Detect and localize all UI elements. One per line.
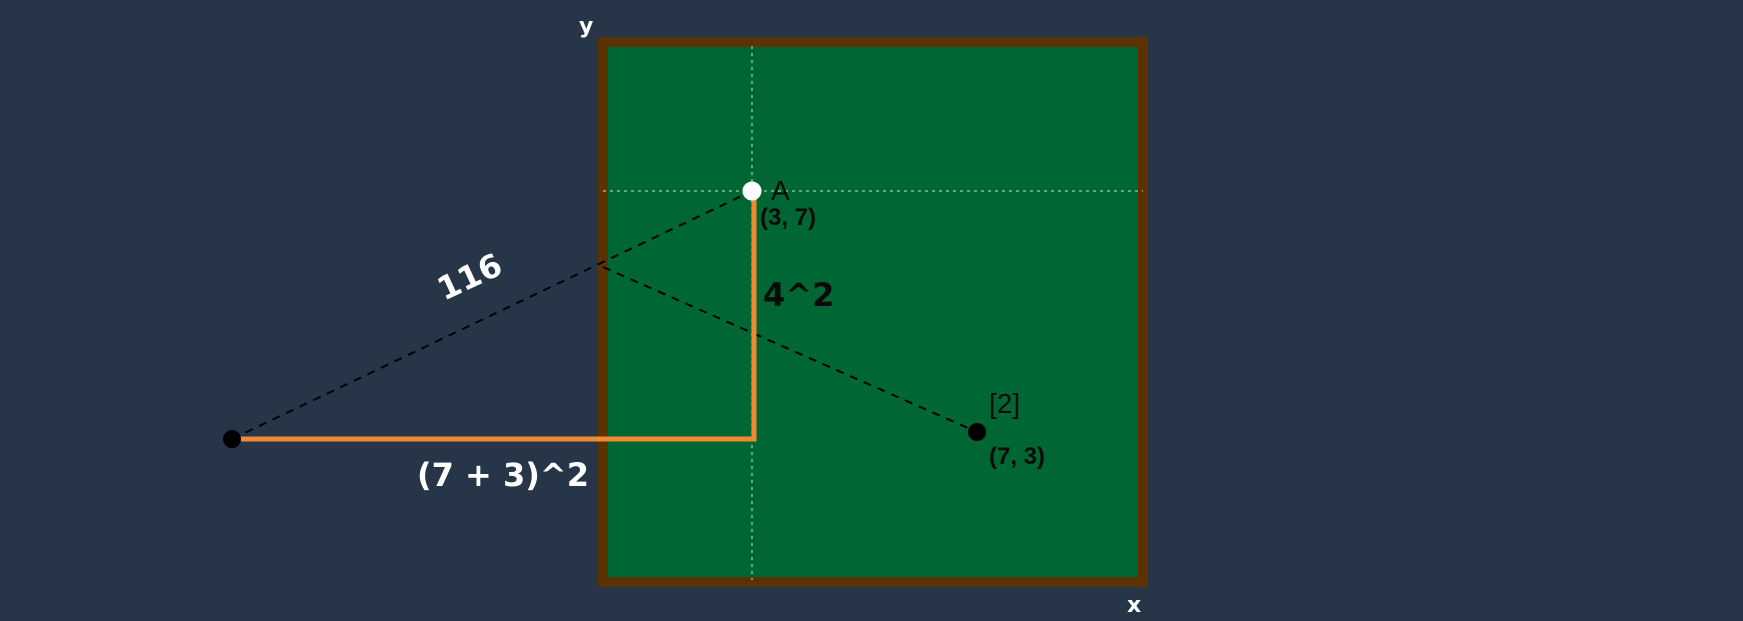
board-square [598, 37, 1148, 587]
y-axis-label: y [579, 14, 593, 39]
point-mirror-image [223, 430, 241, 448]
horizontal-leg-label: (7 + 3)^2 [417, 456, 589, 494]
point-b [968, 423, 986, 441]
hypotenuse-label: 116 [431, 246, 508, 309]
point-a [742, 181, 762, 201]
dashed-segment-to-a [231, 190, 753, 440]
vertical-leg-label: 4^2 [763, 276, 834, 314]
orange-legs [232, 191, 757, 442]
point-b-coords: (7, 3) [989, 443, 1045, 470]
point-a-label: A [771, 175, 790, 206]
point-b-label: [2] [989, 388, 1020, 419]
point-a-coords: (3, 7) [760, 204, 816, 231]
x-axis-label: x [1127, 593, 1141, 618]
